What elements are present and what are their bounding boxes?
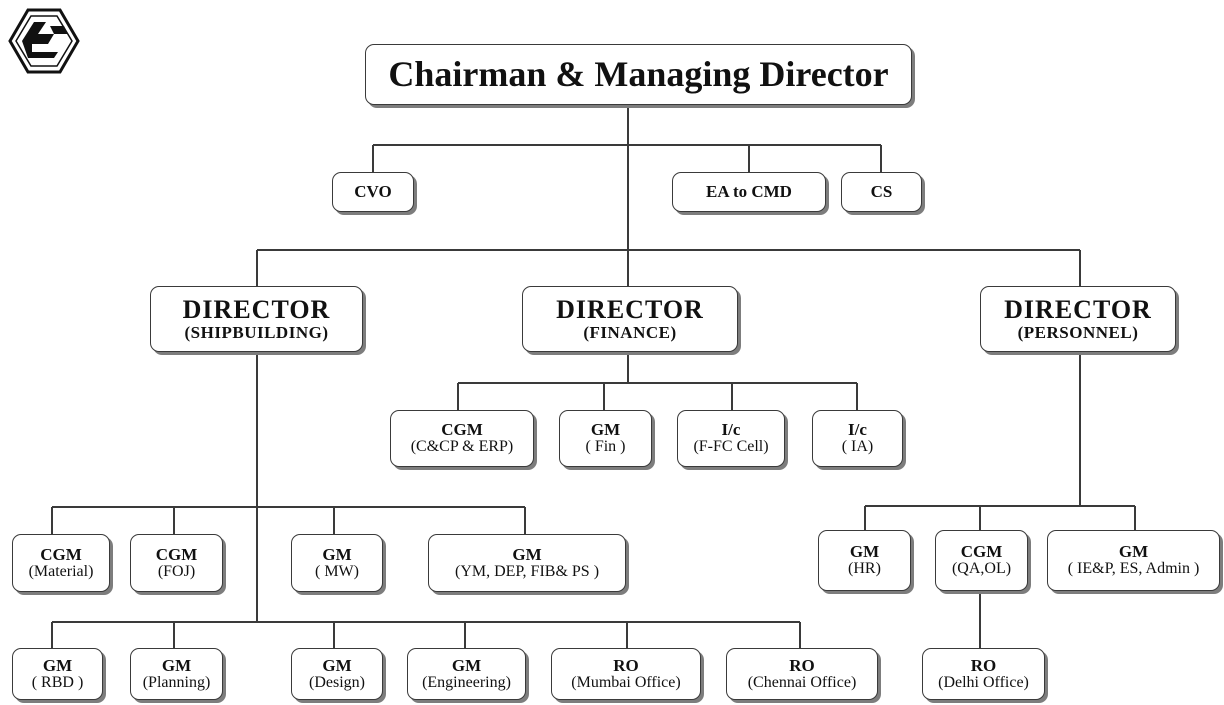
per-gm-hr-sub: (HR) — [848, 560, 881, 578]
director-personnel-box: DIRECTOR (PERSONNEL) — [980, 286, 1176, 352]
sb-gm-ym-sub: (YM, DEP, FIB& PS ) — [454, 562, 600, 580]
sb-gm-ym-title: GM — [512, 544, 542, 564]
sb-gm-rbd-sub: ( RBD ) — [31, 673, 84, 691]
per-ro-delhi-title: RO — [970, 655, 997, 675]
director-shipbuilding-title: DIRECTOR — [182, 295, 331, 325]
per-ro-delhi-sub: (Delhi Office) — [938, 673, 1029, 691]
sb-gm-ym-box: GM (YM, DEP, FIB& PS ) — [428, 534, 626, 592]
sb-cgm-foj-sub: (FOJ) — [157, 562, 196, 580]
fin-cgm-box: CGM (C&CP & ERP) — [390, 410, 534, 467]
sb-gm-planning-sub: (Planning) — [142, 673, 211, 691]
cmd-box: Chairman & Managing Director — [365, 44, 912, 105]
sb-gm-mw-box: GM ( MW) — [291, 534, 383, 592]
fin-ic-ia-sub: ( IA) — [841, 438, 874, 456]
sb-ro-chennai-title: RO — [789, 655, 815, 675]
fin-ic-ffc-title: I/c — [721, 420, 741, 440]
per-cgm-qa-box: CGM (QA,OL) — [935, 530, 1028, 591]
sb-gm-design-title: GM — [322, 655, 352, 675]
sb-ro-chennai-box: RO (Chennai Office) — [726, 648, 878, 700]
fin-gm-box: GM ( Fin ) — [559, 410, 652, 467]
per-gm-ie-box: GM ( IE&P, ES, Admin ) — [1047, 530, 1220, 591]
sb-ro-chennai-sub: (Chennai Office) — [747, 673, 857, 691]
director-personnel-title: DIRECTOR — [1004, 295, 1152, 325]
sb-gm-mw-title: GM — [322, 544, 352, 564]
per-gm-hr-box: GM (HR) — [818, 530, 911, 591]
sb-cgm-material-title: CGM — [40, 544, 82, 564]
fin-gm-sub: ( Fin ) — [585, 438, 626, 456]
sb-gm-planning-box: GM (Planning) — [130, 648, 223, 700]
fin-gm-title: GM — [590, 420, 621, 440]
director-finance-sub: (FINANCE) — [583, 322, 677, 342]
sb-gm-design-sub: (Design) — [309, 673, 365, 691]
sb-gm-mw-sub: ( MW) — [315, 562, 359, 580]
per-cgm-qa-title: CGM — [960, 542, 1003, 562]
cmd-title: Chairman & Managing Director — [388, 53, 889, 94]
sb-ro-mumbai-box: RO (Mumbai Office) — [551, 648, 701, 700]
sb-cgm-foj-box: CGM (FOJ) — [130, 534, 223, 592]
per-gm-ie-title: GM — [1118, 542, 1149, 562]
per-ro-delhi-box: RO (Delhi Office) — [922, 648, 1045, 700]
sb-ro-mumbai-title: RO — [613, 655, 639, 675]
per-cgm-qa-sub: (QA,OL) — [951, 560, 1012, 578]
cs-box: CS — [841, 172, 922, 212]
sb-ro-mumbai-sub: (Mumbai Office) — [571, 673, 681, 691]
per-gm-hr-title: GM — [849, 542, 880, 562]
director-finance-box: DIRECTOR (FINANCE) — [522, 286, 738, 352]
sb-cgm-material-box: CGM (Material) — [12, 534, 110, 592]
fin-cgm-sub: (C&CP & ERP) — [410, 438, 514, 456]
fin-ic-ffc-box: I/c (F-FC Cell) — [677, 410, 785, 467]
ea-to-cmd-box: EA to CMD — [672, 172, 826, 212]
sb-gm-engineering-box: GM (Engineering) — [407, 648, 526, 700]
company-logo-icon — [8, 8, 80, 74]
director-personnel-sub: (PERSONNEL) — [1017, 322, 1139, 342]
fin-ic-ffc-sub: (F-FC Cell) — [693, 438, 769, 456]
sb-gm-engineering-title: GM — [451, 655, 482, 675]
director-shipbuilding-sub: (SHIPBUILDING) — [184, 322, 329, 342]
sb-gm-rbd-box: GM ( RBD ) — [12, 648, 103, 700]
ea-to-cmd-title: EA to CMD — [706, 182, 792, 202]
cvo-box: CVO — [332, 172, 414, 212]
fin-ic-ia-title: I/c — [848, 420, 867, 440]
sb-gm-design-box: GM (Design) — [291, 648, 383, 700]
sb-cgm-foj-title: CGM — [155, 544, 198, 564]
director-finance-title: DIRECTOR — [556, 295, 704, 325]
director-shipbuilding-box: DIRECTOR (SHIPBUILDING) — [150, 286, 363, 352]
fin-ic-ia-box: I/c ( IA) — [812, 410, 903, 467]
sb-gm-planning-title: GM — [161, 655, 192, 675]
sb-gm-engineering-sub: (Engineering) — [422, 673, 511, 691]
sb-gm-rbd-title: GM — [42, 655, 73, 675]
cvo-title: CVO — [354, 182, 392, 202]
per-gm-ie-sub: ( IE&P, ES, Admin ) — [1067, 560, 1200, 578]
fin-cgm-title: CGM — [441, 420, 483, 440]
cs-title: CS — [870, 182, 893, 202]
sb-cgm-material-sub: (Material) — [28, 562, 94, 580]
